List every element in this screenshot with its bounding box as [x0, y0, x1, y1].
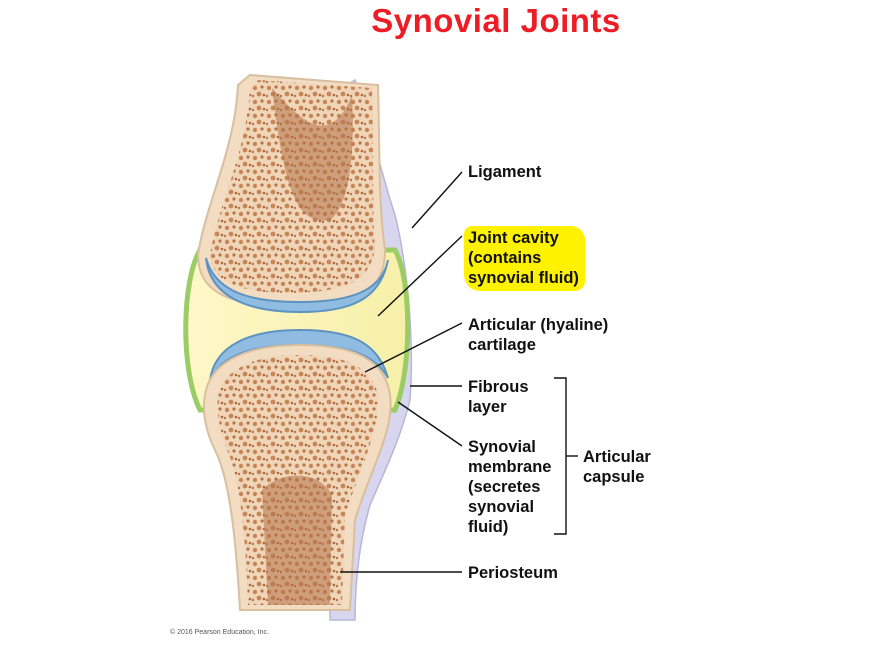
label-articular-capsule: Articular capsule — [583, 448, 651, 486]
lower-medullary-cavity — [262, 475, 332, 605]
copyright-notice: © 2016 Pearson Education, Inc. — [170, 629, 269, 636]
leader-lines — [340, 171, 578, 573]
label-articular-cartilage: Articular (hyaline) cartilage — [468, 316, 609, 354]
label-ligament: Ligament — [468, 163, 542, 181]
upper-articular-cartilage — [205, 257, 389, 314]
joint-cavity-highlight: Joint cavity (contains synovial fluid) — [464, 226, 585, 291]
ligament-leader — [411, 171, 463, 229]
label-periosteum: Periosteum — [468, 564, 558, 582]
cartilage-leader — [364, 322, 463, 373]
upper-medullary-cavity — [272, 88, 353, 221]
joint-cavity-leader — [377, 235, 463, 317]
label-fibrous-layer: Fibrous layer — [468, 378, 529, 416]
synovial-membrane-leader — [397, 401, 463, 447]
page-title: Synovial Joints — [371, 2, 621, 39]
label-joint-cavity: Joint cavity (contains synovial fluid) — [464, 226, 585, 291]
articular-capsule-bracket — [554, 377, 567, 535]
label-synovial-membrane: Synovial membrane (secretes synovial flu… — [468, 438, 552, 536]
